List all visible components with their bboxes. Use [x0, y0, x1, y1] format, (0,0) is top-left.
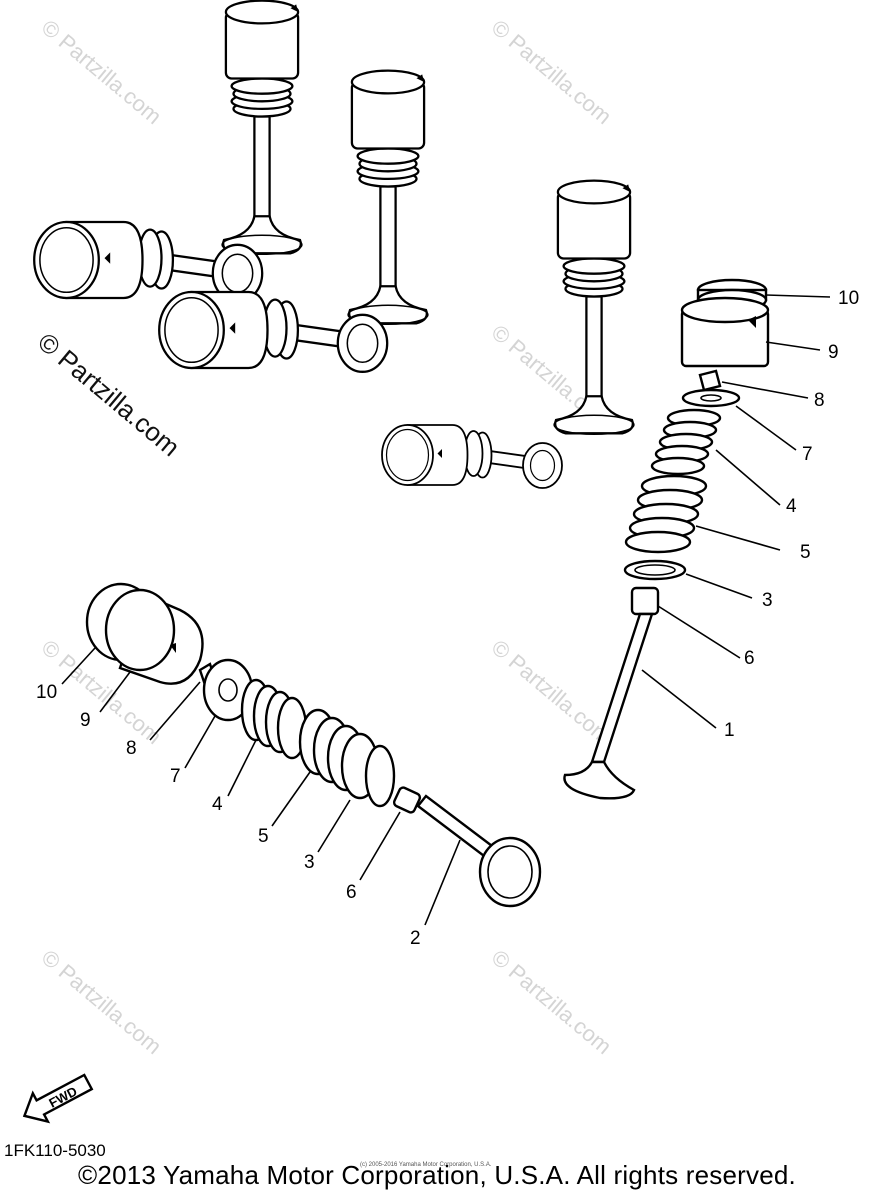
callout-label: 4 — [786, 496, 797, 517]
leader-lines-left — [61, 647, 461, 926]
leader-lines-right — [641, 294, 831, 729]
valve-exploded-left — [85, 582, 542, 908]
callout-label: 5 — [800, 542, 811, 563]
watermark: © Partzilla.com — [487, 945, 617, 1059]
cotter-part — [698, 369, 722, 392]
outer-spring-part — [624, 474, 708, 554]
callout-label: 6 — [744, 648, 755, 669]
callouts-left: 10 9 8 7 4 5 3 6 2 — [36, 682, 421, 949]
watermark: © Partzilla.com — [487, 635, 617, 749]
callout-label: 5 — [258, 826, 269, 847]
inner-spring-part — [650, 408, 722, 476]
oil-seal-part — [392, 786, 422, 814]
watermark-group: © Partzilla.com © Partzilla.com © Partzi… — [32, 15, 616, 1059]
copyright-notice: ©2013 Yamaha Motor Corporation, U.S.A. A… — [78, 1160, 796, 1190]
fwd-label: FWD — [46, 1083, 79, 1110]
callout-label: 4 — [212, 794, 223, 815]
small-print: (c) 2005-2016 Yamaha Motor Corporation, … — [360, 1162, 492, 1168]
callouts-right: 10 9 8 7 4 5 3 6 1 — [724, 288, 859, 741]
callout-label: 2 — [410, 928, 421, 949]
callout-label: 9 — [80, 710, 91, 731]
watermark: © Partzilla.com — [37, 15, 167, 129]
callout-label: 7 — [170, 766, 181, 787]
inner-spring-part — [240, 678, 308, 760]
callout-label: 1 — [724, 720, 735, 741]
oil-seal-part — [630, 586, 660, 616]
callout-label: 10 — [838, 288, 859, 309]
spring-seat-part — [623, 559, 687, 581]
callout-label: 8 — [126, 738, 137, 759]
callout-label: 7 — [802, 444, 813, 465]
watermark: © Partzilla.com — [487, 15, 617, 129]
intake-valve-part — [590, 612, 654, 764]
callout-label: 10 — [36, 682, 57, 703]
callout-label: 3 — [304, 852, 315, 873]
retainer-part — [681, 388, 741, 408]
callout-label: 8 — [814, 390, 825, 411]
callout-label: 9 — [828, 342, 839, 363]
forward-arrow-icon: FWD — [22, 1073, 94, 1124]
valve-exploded-right — [563, 278, 770, 800]
callout-label: 3 — [762, 590, 773, 611]
spring-seat-part — [364, 744, 396, 808]
diagram-part-code: 1FK110-5030 — [4, 1141, 106, 1160]
callout-label: 6 — [346, 882, 357, 903]
watermark: © Partzilla.com — [37, 945, 167, 1059]
